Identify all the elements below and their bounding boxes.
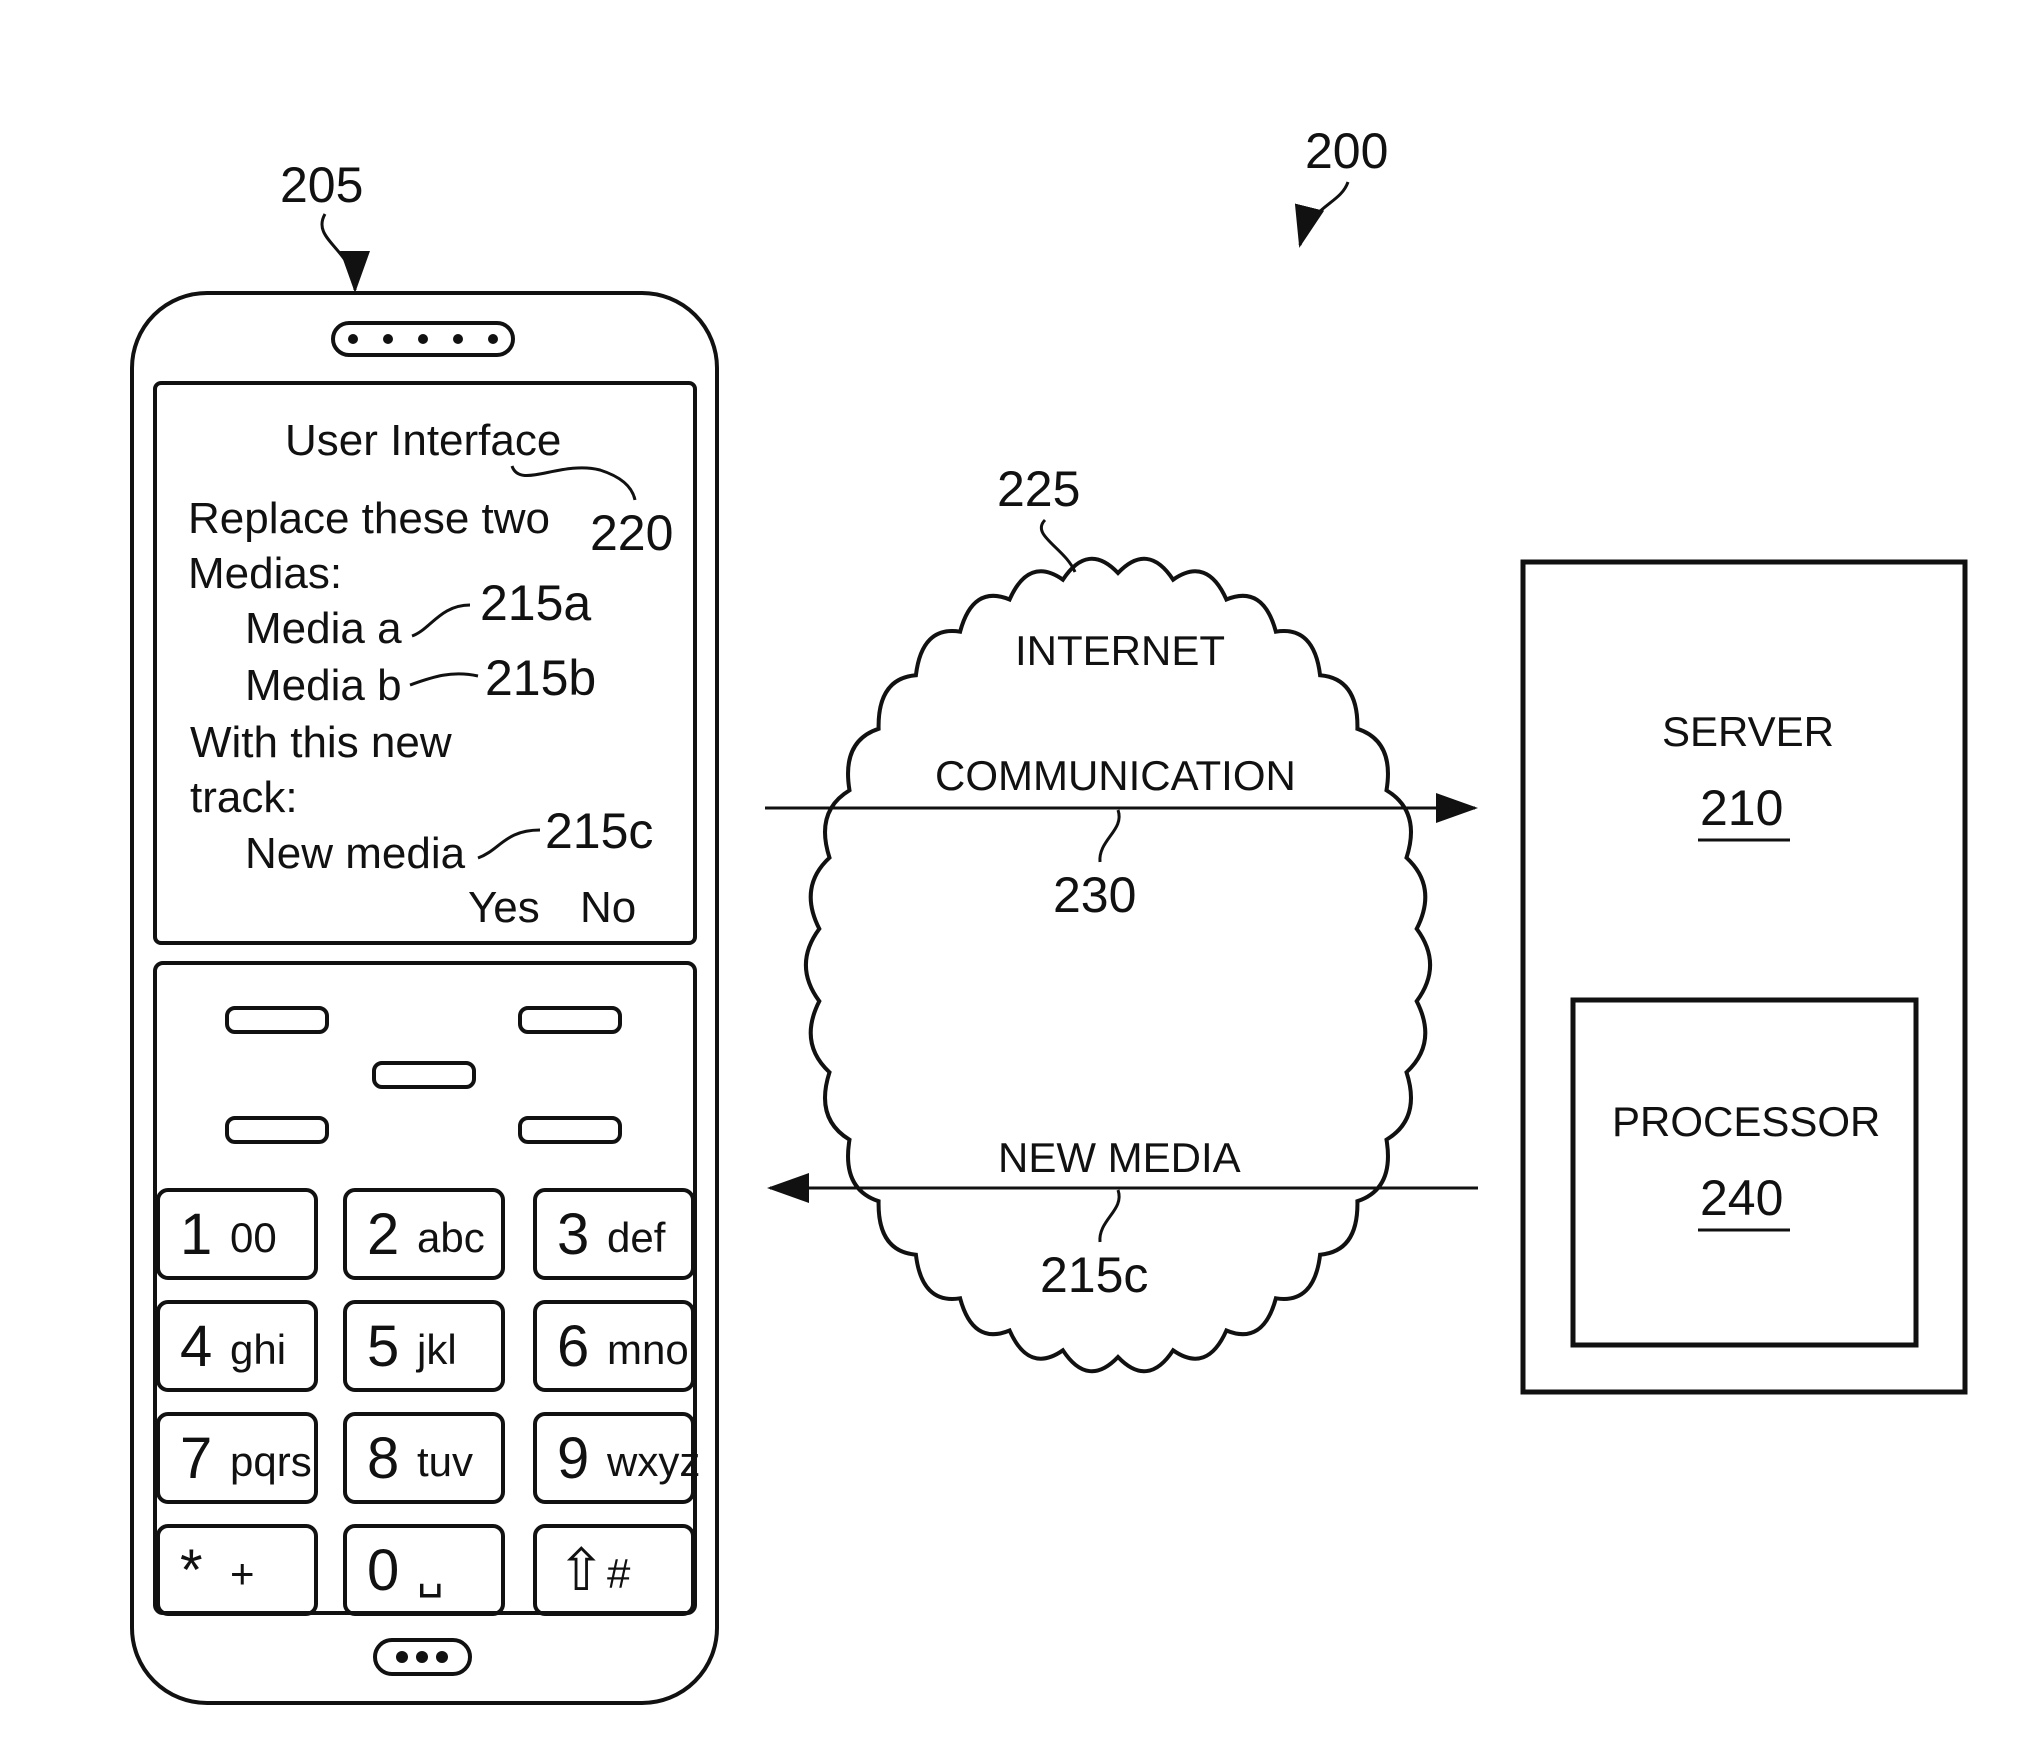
- leader-215c-screen: [478, 830, 540, 858]
- ref-205: 205: [280, 157, 363, 213]
- screen-line-4: track:: [190, 773, 298, 822]
- ref-215c-transfer: 215c: [1040, 1247, 1148, 1303]
- keypad-key-letters: jkl: [415, 1326, 457, 1373]
- keypad-key-letters: 00: [230, 1214, 277, 1261]
- keypad-key[interactable]: 5 jkl: [345, 1302, 503, 1390]
- keypad-key[interactable]: 6 mno: [535, 1302, 693, 1390]
- keypad-key-digit: 8: [367, 1426, 399, 1491]
- keypad-key-digit: 1: [180, 1202, 212, 1267]
- speaker-dot: [348, 334, 358, 344]
- keypad-key-digit: 9: [557, 1426, 589, 1491]
- leader-230: [1100, 810, 1119, 862]
- keypad-key-letters: #: [607, 1550, 631, 1597]
- keypad-key[interactable]: ⇧#: [535, 1526, 693, 1614]
- ref-200: 200: [1305, 123, 1388, 179]
- keypad-key-letters: mno: [607, 1326, 689, 1373]
- speaker-dot: [418, 334, 428, 344]
- server-box: [1523, 562, 1965, 1392]
- server-label: SERVER: [1662, 708, 1834, 755]
- keypad-key-letters: ␣: [417, 1550, 444, 1598]
- no-button[interactable]: No: [580, 883, 636, 932]
- ref-215c-screen: 215c: [545, 803, 653, 859]
- new-media-transfer-label: NEW MEDIA: [998, 1134, 1241, 1181]
- ref-215b: 215b: [485, 650, 596, 706]
- leader-215c-transfer: [1100, 1190, 1119, 1242]
- communication-label: COMMUNICATION: [935, 752, 1296, 799]
- speaker-dot: [488, 334, 498, 344]
- ref-240: 240: [1700, 1170, 1783, 1226]
- leader-225: [1041, 520, 1075, 572]
- keypad-key-letters: def: [607, 1214, 666, 1261]
- nav-key-center[interactable]: [374, 1063, 474, 1087]
- keypad-panel: [155, 963, 695, 1613]
- mobile-device: User Interface 220 Replace these two Med…: [132, 293, 717, 1703]
- call-key[interactable]: [227, 1118, 327, 1142]
- keypad-key[interactable]: 1 00: [158, 1190, 316, 1278]
- home-dot: [416, 1651, 428, 1663]
- keypad-key[interactable]: 7 pqrs: [158, 1414, 316, 1502]
- keypad-key-digit: 4: [180, 1314, 212, 1379]
- keypad-key-digit: 2: [367, 1202, 399, 1267]
- keypad-key-digit: 5: [367, 1314, 399, 1379]
- screen-title: User Interface: [285, 416, 561, 465]
- keypad-key-letters: pqrs: [230, 1438, 312, 1485]
- yes-button[interactable]: Yes: [468, 883, 540, 932]
- keypad-key[interactable]: 3 def: [535, 1190, 693, 1278]
- ref-225: 225: [997, 461, 1080, 517]
- processor-label: PROCESSOR: [1612, 1098, 1880, 1145]
- keypad-key-digit: 3: [557, 1202, 589, 1267]
- end-key[interactable]: [520, 1118, 620, 1142]
- ref-220: 220: [590, 505, 673, 561]
- keypad-key[interactable]: 8 tuv: [345, 1414, 503, 1502]
- home-dot: [396, 1651, 408, 1663]
- leader-215b: [410, 674, 478, 685]
- keypad-key-letters: ghi: [230, 1326, 286, 1373]
- speaker-dot: [453, 334, 463, 344]
- keypad-key-digit: 6: [557, 1314, 589, 1379]
- screen-line-3: With this new: [190, 718, 452, 767]
- screen-line-1: Replace these two: [188, 494, 550, 543]
- ref-230: 230: [1053, 867, 1136, 923]
- keypad-key-digit: *: [180, 1538, 203, 1603]
- leader-215a: [412, 605, 470, 636]
- soft-key-right[interactable]: [520, 1008, 620, 1032]
- leader-200: [1300, 182, 1348, 245]
- keypad-key-digit: 0: [367, 1538, 399, 1603]
- keypad-key-letters: tuv: [417, 1438, 473, 1485]
- media-a-label[interactable]: Media a: [245, 604, 402, 653]
- keypad-key-digit: ⇧: [557, 1538, 606, 1603]
- screen-line-2: Medias:: [188, 549, 342, 598]
- ref-210: 210: [1700, 780, 1783, 836]
- keypad-key-letters: abc: [417, 1214, 485, 1261]
- leader-205: [322, 214, 355, 290]
- speaker-dot: [383, 334, 393, 344]
- keypad-key[interactable]: *+: [158, 1526, 316, 1614]
- keypad-key[interactable]: 0␣: [345, 1526, 503, 1614]
- keypad-key[interactable]: 9 wxyz: [535, 1414, 700, 1502]
- home-dot: [436, 1651, 448, 1663]
- media-b-label[interactable]: Media b: [245, 661, 402, 710]
- new-media-label[interactable]: New media: [245, 829, 466, 878]
- keypad-key[interactable]: 4 ghi: [158, 1302, 316, 1390]
- keypad-key-letters: +: [230, 1550, 255, 1597]
- ref-215a: 215a: [480, 575, 591, 631]
- keypad-keys: 1002abc3def4ghi5jkl6mno7pqrs8tuv9wxyz*+0…: [158, 1190, 700, 1614]
- soft-key-left[interactable]: [227, 1008, 327, 1032]
- keypad-key-letters: wxyz: [606, 1438, 700, 1485]
- keypad-key[interactable]: 2 abc: [345, 1190, 503, 1278]
- internet-label: INTERNET: [1015, 627, 1225, 674]
- keypad-key-digit: 7: [180, 1426, 212, 1491]
